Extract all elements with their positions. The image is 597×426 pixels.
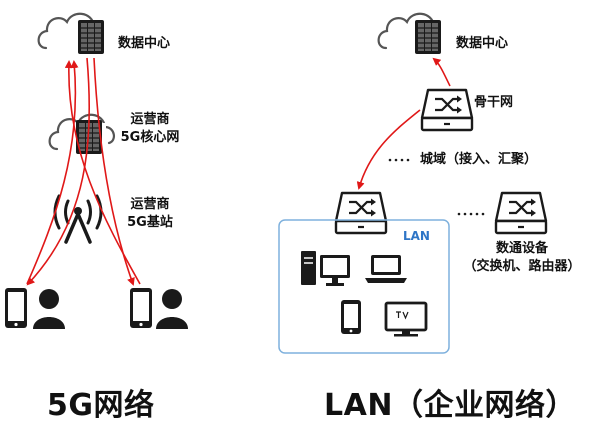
user-icon: [156, 289, 188, 329]
network-devices-label: 数通设备 （交换机、路由器）: [452, 240, 592, 276]
right-data-arrows: [356, 57, 451, 190]
phone-icon: [341, 300, 361, 334]
switch-icon: [420, 88, 474, 132]
switch-icon: [494, 191, 548, 235]
metro-dots: [388, 158, 410, 162]
tv-icon: [384, 301, 428, 337]
left-data-center-cloud: [37, 12, 110, 55]
left-endpoint-1: [5, 288, 65, 329]
left-base-station-label: 运营商 5G基站: [112, 196, 188, 232]
right-data-center-label: 数据中心: [456, 36, 509, 51]
left-core-network: [48, 113, 116, 155]
desktop-pc-icon: [301, 251, 350, 286]
backbone-label: 骨干网: [474, 95, 514, 110]
left-data-arrows: [26, 57, 141, 286]
devices-line-2: （交换机、路由器）: [463, 259, 581, 274]
laptop-icon: [365, 255, 407, 283]
lan-box: [278, 219, 450, 354]
left-data-center-label: 数据中心: [118, 36, 171, 51]
switch-icon: [334, 191, 388, 235]
core-network-line-1: 运营商: [130, 112, 170, 127]
right-title: LAN（企业网络）: [324, 388, 576, 423]
metro-label: 城域（接入、汇聚）: [420, 152, 538, 167]
antenna-tower-icon: [53, 194, 103, 244]
core-network-line-2: 5G核心网: [120, 130, 180, 145]
left-core-network-label: 运营商 5G核心网: [112, 111, 188, 147]
base-station-line-1: 运营商: [130, 197, 170, 212]
user-icon: [33, 289, 65, 329]
server-rack-icon: [414, 19, 442, 55]
lan-tag: LAN: [403, 229, 430, 243]
right-data-center-cloud: [377, 12, 450, 55]
left-title: 5G网络: [47, 388, 155, 423]
phone-icon: [130, 288, 152, 328]
left-endpoint-2: [130, 288, 188, 329]
devices-line-1: 数通设备: [495, 241, 548, 256]
server-rack-icon: [77, 19, 105, 55]
base-station-line-2: 5G基站: [127, 215, 173, 230]
phone-icon: [5, 288, 27, 328]
peer-dots: [457, 212, 485, 216]
